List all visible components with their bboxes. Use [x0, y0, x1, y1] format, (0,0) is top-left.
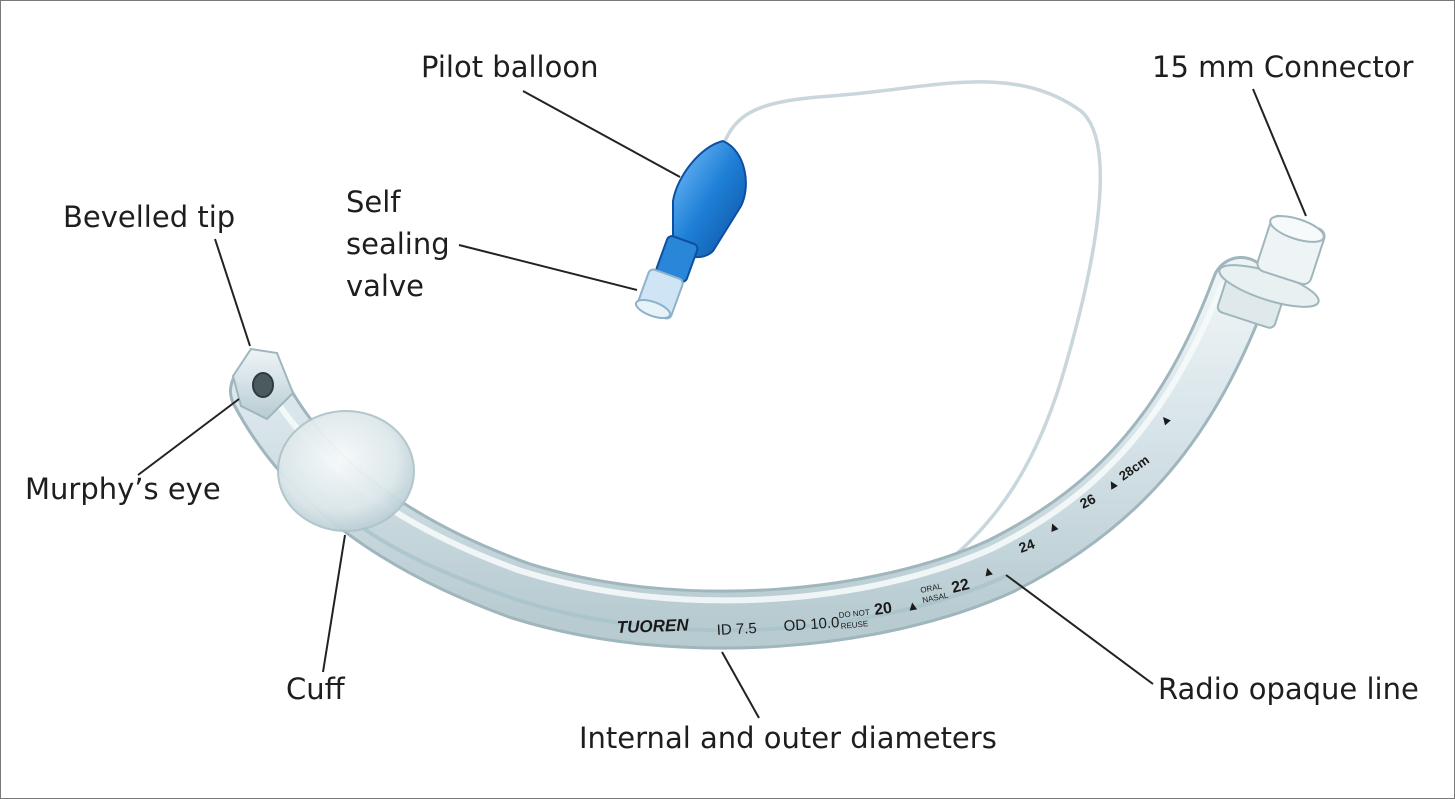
tube-arrow-22: ▲	[980, 562, 996, 580]
leader-murphys-eye	[137, 398, 240, 476]
label-valve-line: valve	[346, 269, 424, 303]
tube-mark-20: 20	[873, 600, 893, 619]
label-radio-opaque-line: Radio opaque line	[1158, 672, 1419, 706]
tube-do-not: DO NOT	[838, 608, 870, 620]
tube-id-text: ID 7.5	[716, 620, 757, 639]
leader-lines	[137, 88, 1307, 719]
pilot-balloon-shape	[655, 139, 747, 283]
murphys-eye-hole	[252, 372, 274, 398]
label-self-line: Self	[346, 185, 401, 219]
label-sealing-line: sealing	[346, 227, 450, 261]
leader-bevelled-tip	[214, 238, 251, 347]
cuff-shape	[277, 410, 415, 532]
label-connector: 15 mm Connector	[1152, 50, 1414, 84]
label-diameters: Internal and outer diameters	[579, 721, 997, 755]
tube-reuse: REUSE	[840, 619, 868, 631]
label-murphys-eye: Murphy’s eye	[25, 472, 221, 506]
label-bevelled-tip: Bevelled tip	[63, 200, 236, 234]
leader-pilot-balloon	[522, 90, 681, 178]
leader-connector	[1252, 88, 1307, 217]
self-sealing-valve-shape	[634, 268, 684, 320]
tube-od-text: OD 10.0	[783, 614, 840, 635]
label-self-sealing-valve: Self sealing valve	[346, 181, 450, 307]
pilot-line	[721, 80, 1103, 588]
leader-cuff	[322, 534, 346, 673]
tube-brand: TUOREN	[616, 615, 689, 637]
leader-radio-opaque	[1005, 574, 1154, 685]
tube-mark-26: 26	[1077, 490, 1098, 511]
tube-arrow-20: ▲	[905, 597, 920, 614]
label-cuff: Cuff	[286, 672, 345, 706]
leader-diameters	[721, 651, 760, 719]
label-pilot-balloon: Pilot balloon	[421, 50, 599, 84]
tube-mark-22: 22	[950, 576, 971, 597]
leader-self-sealing-valve	[458, 244, 638, 291]
connector-shape	[1216, 214, 1326, 329]
tube-mark-24: 24	[1017, 535, 1037, 555]
tube-arrow-24: ▲	[1045, 517, 1063, 536]
